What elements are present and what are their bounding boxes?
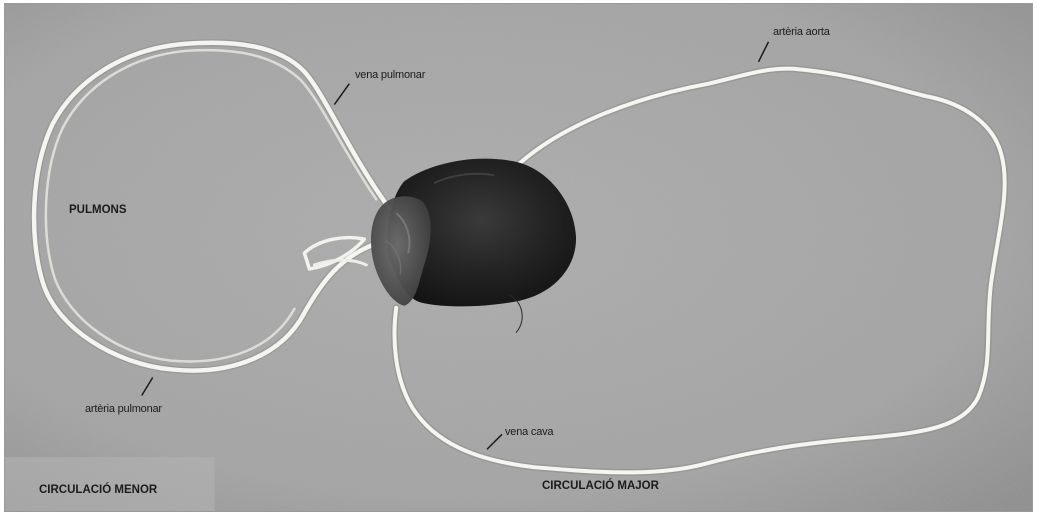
label-circulacio-major: CIRCULACIÓ MAJOR — [542, 480, 659, 492]
label-arteria-pulmonar: artèria pulmonar — [85, 403, 162, 415]
label-vena-cava: vena cava — [505, 426, 553, 438]
label-vena-pulmonar: vena pulmonar — [355, 69, 425, 81]
label-circulacio-menor: CIRCULACIÓ MENOR — [39, 484, 157, 496]
circulation-photo: vena pulmonar artèria aorta PULMONS artè… — [4, 3, 1033, 512]
label-arteria-aorta: artèria aorta — [773, 26, 830, 38]
label-pulmons: PULMONS — [69, 204, 127, 216]
